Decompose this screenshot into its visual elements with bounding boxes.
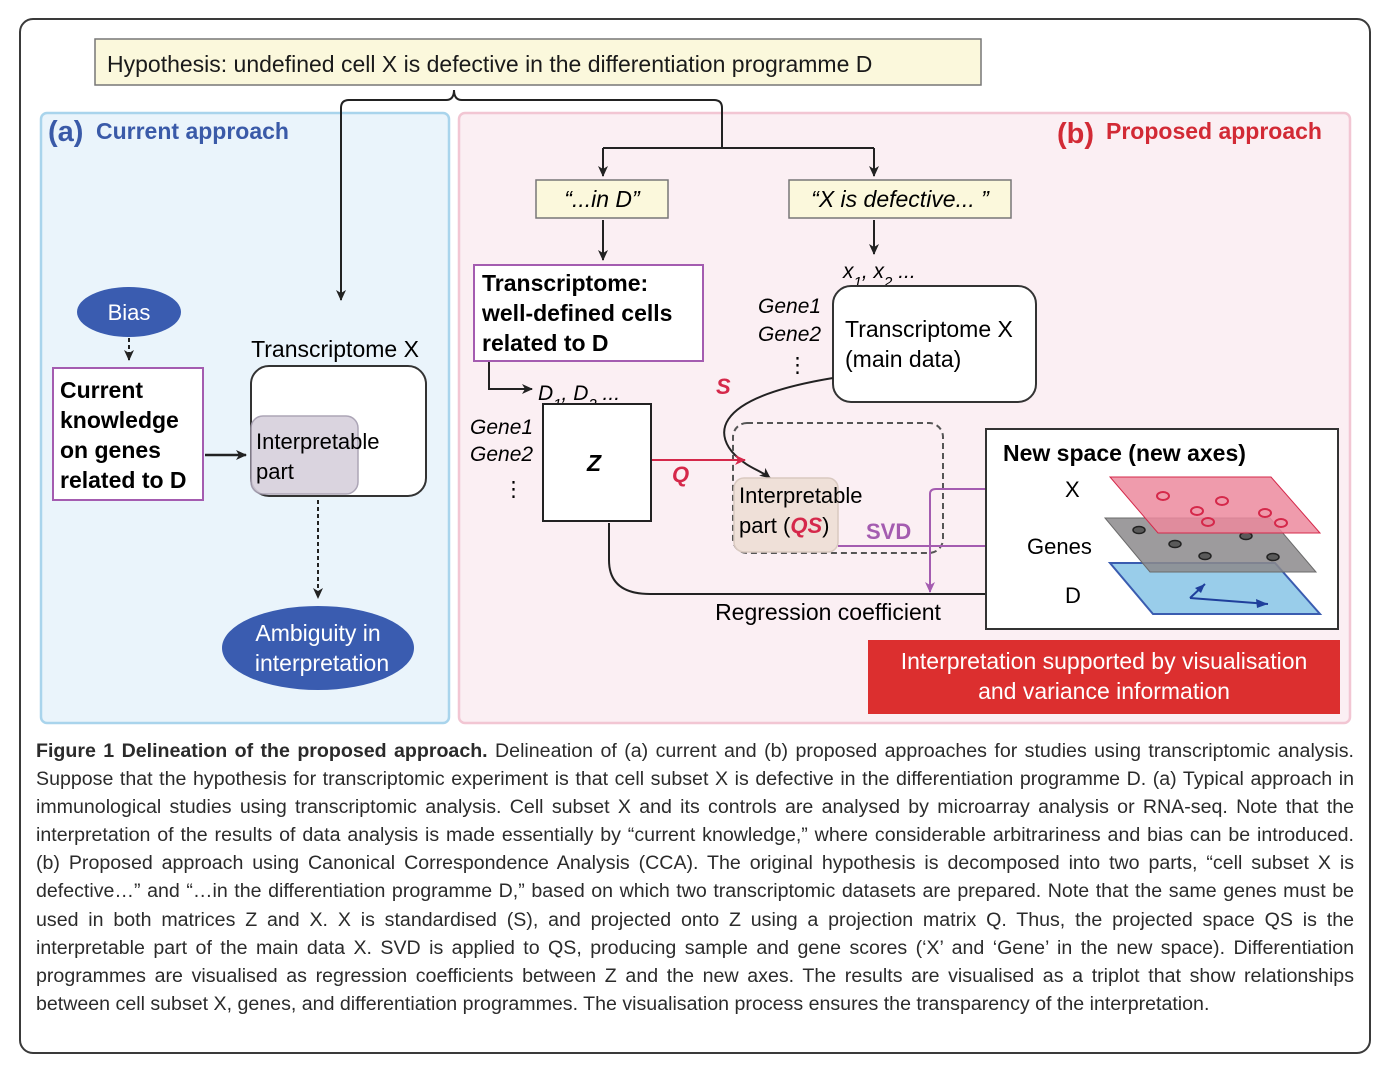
well-defined-line-2: well-defined cells: [481, 300, 672, 326]
q-label: Q: [672, 462, 689, 487]
x-point: [1258, 508, 1272, 518]
panel-a-interpretable-line-1: Interpretable: [256, 429, 380, 454]
z-gene1-label: Gene1: [470, 416, 533, 439]
s-arrow: [723, 377, 834, 479]
x-defective-text: “X is defective... ”: [811, 186, 990, 212]
plane-d-arrowhead-2: [1195, 584, 1205, 593]
knowledge-line-4: related to D: [60, 467, 187, 493]
interpretation-line-2: and variance information: [978, 678, 1230, 704]
new-space-title: New space (new axes): [1003, 440, 1246, 466]
current-knowledge-box: [52, 367, 204, 501]
in-d-box: [535, 179, 669, 219]
qs-line-2-post: ): [822, 513, 829, 538]
regression-label: Regression coefficient: [715, 599, 941, 625]
hypothesis-box: [94, 38, 982, 86]
axis-x-label: X: [1065, 477, 1080, 502]
axis-d-label: D: [1065, 583, 1081, 608]
interpretation-line-1: Interpretation supported by visualisatio…: [901, 648, 1308, 674]
plane-x: [1108, 476, 1322, 534]
plane-d-arrowhead: [1256, 599, 1268, 608]
gene-point: [1266, 552, 1280, 562]
transcriptome-x-main-box: [832, 285, 1037, 403]
knowledge-line-2: knowledge: [60, 407, 179, 433]
caption-text: Delineation of (a) current and (b) propo…: [36, 740, 1354, 1015]
x-point: [1156, 491, 1170, 501]
x-defective-box: [788, 179, 1012, 219]
qs-line-2-qs: QS: [790, 513, 822, 538]
ambiguity-line-2: interpretation: [255, 650, 389, 676]
panel-a-letter: (a): [48, 116, 83, 148]
z-gene2-label: Gene2: [470, 443, 533, 466]
z-matrix-box: [542, 403, 652, 522]
z-gene-ellipsis: ⋮: [503, 478, 524, 501]
axis-genes-label: Genes: [1027, 534, 1092, 559]
gene-point: [1198, 551, 1212, 561]
gene-point: [1168, 539, 1182, 549]
hypothesis-text: Hypothesis: undefined cell X is defectiv…: [107, 51, 872, 77]
x-point: [1190, 506, 1204, 516]
gene-points: [1132, 525, 1280, 562]
transcriptome-x-line-2: (main data): [845, 346, 961, 372]
x-gene2-label: Gene2: [758, 323, 821, 346]
well-defined-box: [473, 264, 704, 362]
gene-point: [1239, 531, 1253, 541]
well-defined-line-1: Transcriptome:: [482, 270, 648, 296]
knowledge-line-1: Current: [60, 377, 143, 403]
x-gene-ellipsis: ⋮: [787, 354, 808, 377]
panel-a-interpretable-line-2: part: [256, 459, 294, 484]
x-point: [1274, 518, 1288, 528]
transcriptome-x-line-1: Transcriptome X: [845, 316, 1013, 342]
panel-b-title: Proposed approach: [1106, 118, 1322, 144]
figure-caption: Figure 1 Delineation of the proposed app…: [36, 737, 1354, 1018]
x-point: [1201, 517, 1215, 527]
x-points: [1156, 491, 1288, 528]
qs-line-2-pre: part (: [739, 513, 791, 538]
z-matrix-label: Z: [586, 450, 602, 476]
ambiguity-ellipse: [222, 606, 414, 690]
x-point: [1215, 496, 1229, 506]
qs-line-2: part (QS): [739, 513, 829, 538]
svd-arrow-to-x: [929, 484, 1017, 546]
panel-a-transcriptome-label: Transcriptome X: [251, 336, 419, 362]
diagram: Hypothesis: undefined cell X is defectiv…: [39, 38, 1352, 725]
ambiguity-line-1: Ambiguity in: [255, 620, 380, 646]
panel-a-interpretable-part: [250, 415, 359, 495]
x-gene1-label: Gene1: [758, 295, 821, 318]
qs-interpretable-part: [733, 477, 839, 553]
well-defined-to-z-arrow: [488, 362, 533, 394]
bias-ellipse: [77, 287, 181, 337]
knowledge-line-3: on genes: [60, 437, 161, 463]
well-defined-line-3: related to D: [482, 330, 609, 356]
in-d-text: “...in D”: [564, 186, 641, 212]
caption-title: Figure 1 Delineation of the proposed app…: [36, 740, 488, 762]
bias-text: Bias: [108, 300, 151, 325]
interpretation-banner: [868, 640, 1340, 714]
hypothesis-brace: [340, 89, 723, 296]
svd-label: SVD: [866, 519, 911, 544]
s-label: S: [716, 374, 731, 399]
gene-point: [1132, 525, 1146, 535]
regression-arrow: [608, 523, 1029, 599]
plane-d-arrow: [1189, 597, 1269, 605]
panel-a: [39, 111, 451, 725]
panel-b-letter: (b): [1057, 118, 1094, 150]
panel-a-title: Current approach: [96, 118, 289, 144]
qs-line-1: Interpretable: [739, 483, 863, 508]
